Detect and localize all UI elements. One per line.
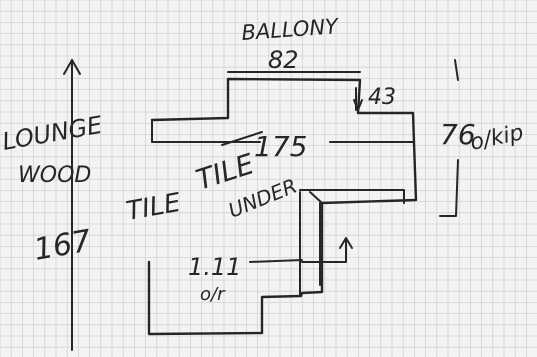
label-dim-111: 1.11: [188, 253, 241, 281]
dimension-lines: [63, 59, 459, 351]
label-dim-43: 43: [368, 85, 396, 110]
label-dim-175: 175: [254, 130, 307, 163]
room-outline: [147, 77, 418, 336]
label-dim-76: 76: [440, 118, 476, 151]
label-wood: WOOD: [18, 163, 91, 188]
label-o-r: o/r: [200, 284, 226, 305]
label-dim-82: 82: [268, 46, 299, 74]
